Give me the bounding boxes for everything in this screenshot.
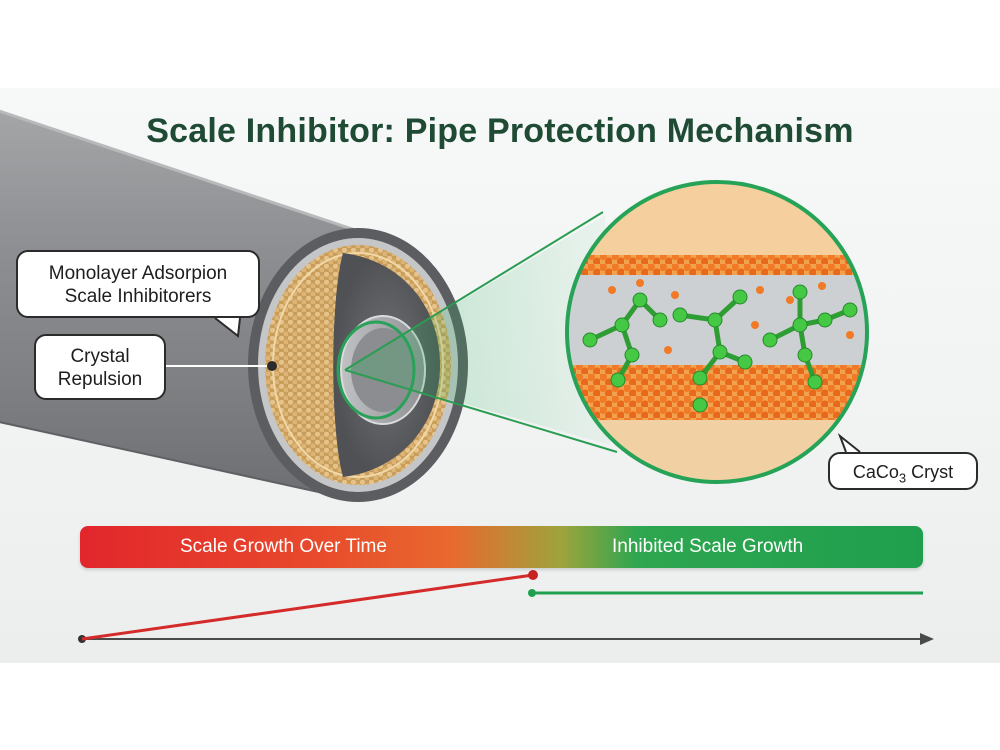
crystal-label-main: CaCo: [852, 462, 899, 482]
page-title: Scale Inhibitor: Pipe Protection Mechani…: [146, 112, 854, 150]
timeline-gradient-bar: [80, 526, 923, 568]
zoom-line-top: [344, 211, 604, 371]
diagram-stage: [0, 88, 1000, 663]
scale-growth-peak: [528, 570, 538, 580]
crystal-layer-top: [567, 255, 867, 275]
crystal-layer-bottom: [567, 365, 867, 420]
callout-a-tail: [214, 317, 241, 338]
callout-adsorption-line1: Monolayer Adsorpion: [48, 263, 228, 284]
zoom-source-ring: [336, 320, 416, 420]
free-crystal-ions: [608, 279, 854, 354]
callout-caco3-crystal: CaCo3 Cryst: [828, 452, 978, 490]
callout-adsorption-line2: Scale Inhibitorers: [64, 286, 212, 307]
callout-monolayer-adsorption: Monolayer Adsorpion Scale Inhibitorers: [16, 250, 260, 318]
scale-growth-label: Scale Growth Over Time: [180, 536, 387, 557]
crystal-label-end: Cryst: [906, 462, 954, 482]
callout-repulsion-line2: Repulsion: [57, 369, 143, 390]
diagram-canvas: [0, 109, 934, 645]
callout-crystal-repulsion: Crystal Repulsion: [34, 334, 166, 400]
time-axis-arrowhead: [920, 633, 934, 645]
inhibited-growth-label: Inhibited Scale Growth: [612, 536, 804, 557]
magnifier-ring: [565, 180, 869, 484]
crystal-label-subscript: 3: [898, 470, 907, 486]
callout-b-dot: [267, 361, 277, 371]
callout-c-tail: [837, 432, 861, 453]
zoom-line-bottom: [344, 369, 618, 453]
inhibited-growth-start: [528, 589, 536, 597]
callout-repulsion-line1: Crystal: [70, 346, 130, 367]
scale-growth-line: [81, 573, 534, 641]
